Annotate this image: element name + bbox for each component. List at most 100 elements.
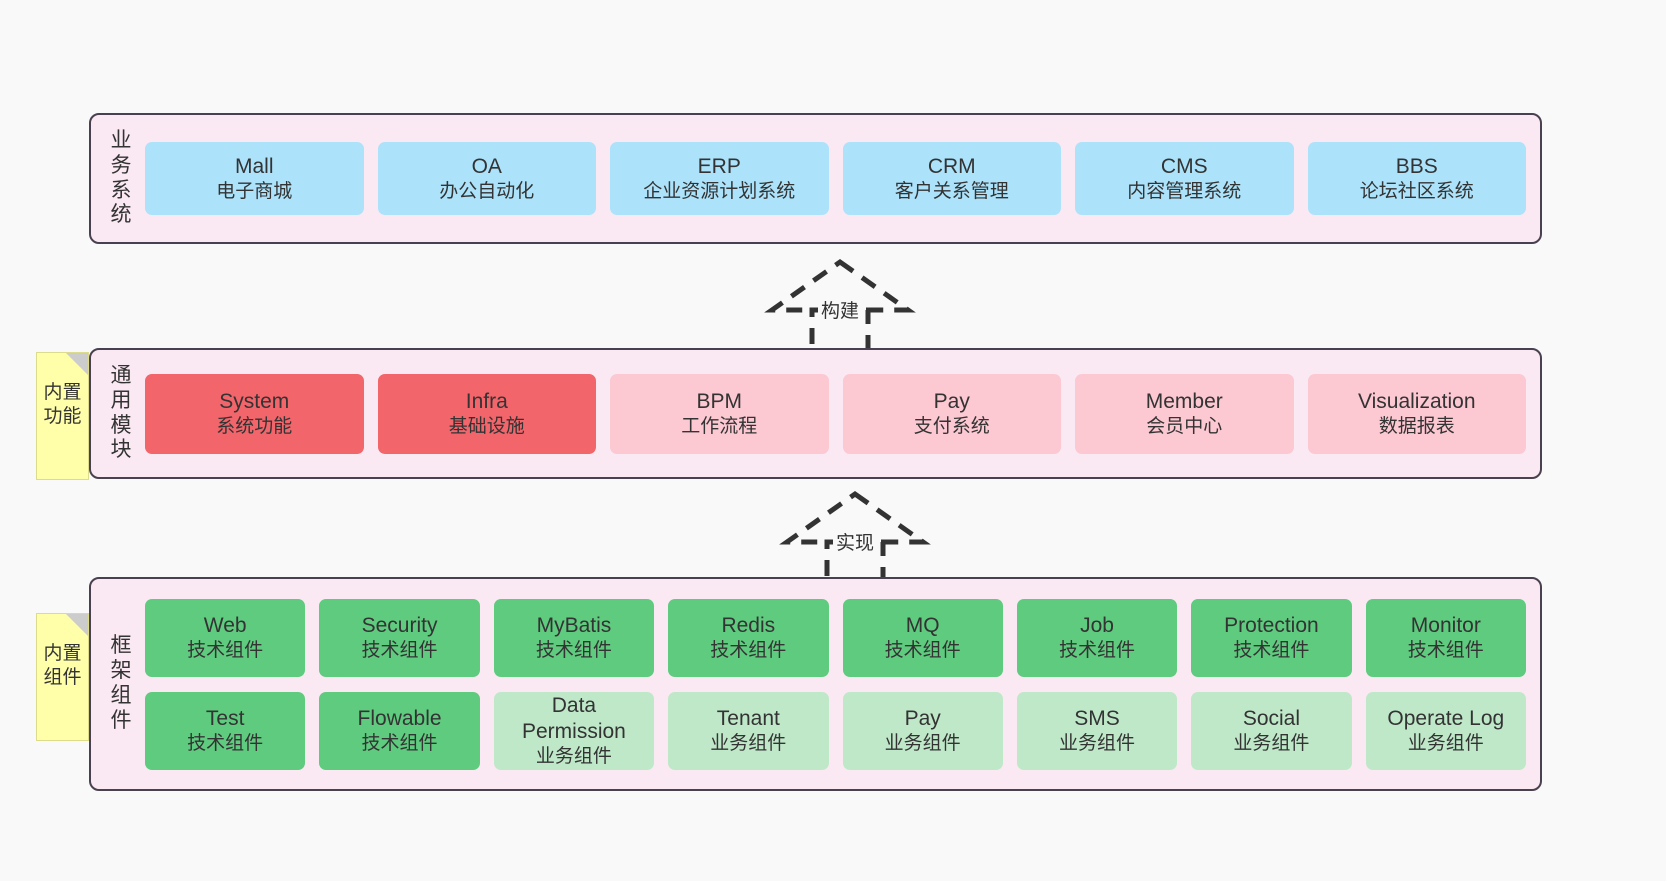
card-subtitle: 业务组件 [710, 732, 787, 754]
card-title: Flowable [357, 707, 442, 731]
card-subtitle: 企业资源计划系统 [643, 180, 796, 202]
note-label: 内置功能 [43, 382, 82, 427]
note-fold-icon [66, 614, 88, 636]
layer-label-business-systems: 业务系统 [110, 128, 132, 227]
card-oa[interactable]: OA 办公自动化 [377, 142, 596, 215]
card-web[interactable]: Web 技术组件 [145, 598, 306, 677]
card-mq[interactable]: MQ 技术组件 [842, 598, 1003, 677]
card-title: BPM [696, 390, 742, 414]
card-row: Test 技术组件 Flowable 技术组件 Data Permission … [145, 691, 1526, 770]
card-title: BBS [1395, 155, 1438, 179]
card-protection[interactable]: Protection 技术组件 [1191, 598, 1352, 677]
card-row: Web 技术组件 Security 技术组件 MyBatis 技术组件 Redi… [145, 598, 1526, 677]
layer-framework-components: 框架组件 Web 技术组件 Security 技术组件 MyBatis 技术组件… [89, 577, 1542, 791]
card-subtitle: 业务组件 [1233, 732, 1310, 754]
card-title: Web [203, 614, 247, 638]
card-test[interactable]: Test 技术组件 [145, 691, 306, 770]
card-title: Data Permission [522, 694, 626, 743]
card-subtitle: 技术组件 [884, 639, 961, 661]
card-subtitle: 系统功能 [216, 415, 293, 437]
card-cms[interactable]: CMS 内容管理系统 [1075, 142, 1294, 215]
card-title: CMS [1160, 155, 1208, 179]
card-redis[interactable]: Redis 技术组件 [668, 598, 829, 677]
card-title: Pay [933, 390, 970, 414]
card-pay-module[interactable]: Pay 支付系统 [842, 373, 1061, 454]
note-builtin-features: 内置功能 [36, 352, 89, 480]
card-title: SMS [1074, 707, 1120, 731]
card-subtitle: 工作流程 [681, 415, 758, 437]
card-title: MyBatis [536, 614, 612, 638]
arrow-build: 构建 [760, 258, 920, 353]
layer-body-common-modules: System 系统功能 Infra 基础设施 BPM 工作流程 Pay 支付系统… [145, 350, 1540, 477]
card-subtitle: 论坛社区系统 [1359, 180, 1474, 202]
card-subtitle: 电子商城 [216, 180, 293, 202]
card-title: MQ [905, 614, 940, 638]
card-system[interactable]: System 系统功能 [145, 373, 364, 454]
note-fold-icon [66, 353, 88, 375]
card-subtitle: 技术组件 [1233, 639, 1310, 661]
card-subtitle: 办公自动化 [439, 180, 535, 202]
card-subtitle: 技术组件 [361, 639, 438, 661]
card-data-permission[interactable]: Data Permission 业务组件 [493, 691, 655, 770]
card-subtitle: 技术组件 [710, 639, 787, 661]
arrow-label-realize: 实现 [832, 528, 878, 555]
card-security[interactable]: Security 技术组件 [319, 598, 480, 677]
card-sms[interactable]: SMS 业务组件 [1016, 691, 1178, 770]
note-builtin-components: 内置组件 [36, 613, 89, 741]
card-title: Visualization [1357, 390, 1476, 414]
card-title: Member [1145, 390, 1223, 414]
card-operate-log[interactable]: Operate Log 业务组件 [1365, 691, 1526, 770]
card-subtitle: 数据报表 [1378, 415, 1455, 437]
card-infra[interactable]: Infra 基础设施 [377, 373, 596, 454]
layer-common-modules: 通用模块 System 系统功能 Infra 基础设施 BPM 工作流程 Pay… [89, 348, 1542, 479]
card-pay-component[interactable]: Pay 业务组件 [842, 691, 1003, 770]
note-label: 内置组件 [43, 643, 82, 688]
card-title: OA [471, 155, 502, 179]
card-title: Operate Log [1387, 707, 1505, 731]
card-social[interactable]: Social 业务组件 [1191, 691, 1352, 770]
card-mybatis[interactable]: MyBatis 技术组件 [493, 598, 655, 677]
card-row: System 系统功能 Infra 基础设施 BPM 工作流程 Pay 支付系统… [145, 373, 1526, 454]
card-subtitle: 基础设施 [448, 415, 525, 437]
card-bbs[interactable]: BBS 论坛社区系统 [1307, 142, 1526, 215]
layer-label-framework-components: 框架组件 [110, 634, 132, 732]
card-title: Social [1242, 707, 1301, 731]
card-subtitle: 技术组件 [535, 639, 612, 661]
card-tenant[interactable]: Tenant 业务组件 [668, 691, 829, 770]
card-member[interactable]: Member 会员中心 [1075, 373, 1294, 454]
card-subtitle: 业务组件 [1059, 732, 1136, 754]
layer-business-systems: 业务系统 Mall 电子商城 OA 办公自动化 ERP 企业资源计划系统 CRM… [89, 113, 1542, 244]
card-title: Pay [904, 707, 941, 731]
card-title: Test [205, 707, 245, 731]
card-title: Mall [234, 155, 274, 179]
card-bpm[interactable]: BPM 工作流程 [610, 373, 829, 454]
card-subtitle: 客户关系管理 [894, 180, 1009, 202]
card-subtitle: 技术组件 [187, 639, 264, 661]
card-subtitle: 技术组件 [1059, 639, 1136, 661]
card-title: Job [1080, 614, 1114, 638]
card-title: System [219, 390, 290, 414]
card-title: CRM [927, 155, 976, 179]
arrow-realize: 实现 [775, 490, 935, 585]
card-title: Redis [721, 614, 776, 638]
card-subtitle: 技术组件 [1407, 639, 1484, 661]
card-subtitle: 支付系统 [913, 415, 990, 437]
card-monitor[interactable]: Monitor 技术组件 [1365, 598, 1526, 677]
card-subtitle: 业务组件 [884, 732, 961, 754]
card-title: Tenant [716, 707, 780, 731]
layer-body-business-systems: Mall 电子商城 OA 办公自动化 ERP 企业资源计划系统 CRM 客户关系… [145, 115, 1540, 242]
card-subtitle: 会员中心 [1146, 415, 1223, 437]
card-crm[interactable]: CRM 客户关系管理 [842, 142, 1061, 215]
layer-label-common-modules: 通用模块 [110, 363, 132, 462]
card-title: Protection [1224, 614, 1319, 638]
arrow-label-build: 构建 [817, 296, 863, 323]
card-visualization[interactable]: Visualization 数据报表 [1307, 373, 1526, 454]
card-flowable[interactable]: Flowable 技术组件 [319, 691, 480, 770]
card-job[interactable]: Job 技术组件 [1016, 598, 1178, 677]
card-mall[interactable]: Mall 电子商城 [145, 142, 364, 215]
card-subtitle: 技术组件 [361, 732, 438, 754]
card-title: Security [361, 614, 438, 638]
layer-body-framework-components: Web 技术组件 Security 技术组件 MyBatis 技术组件 Redi… [145, 579, 1540, 789]
card-erp[interactable]: ERP 企业资源计划系统 [610, 142, 829, 215]
card-subtitle: 技术组件 [187, 732, 264, 754]
